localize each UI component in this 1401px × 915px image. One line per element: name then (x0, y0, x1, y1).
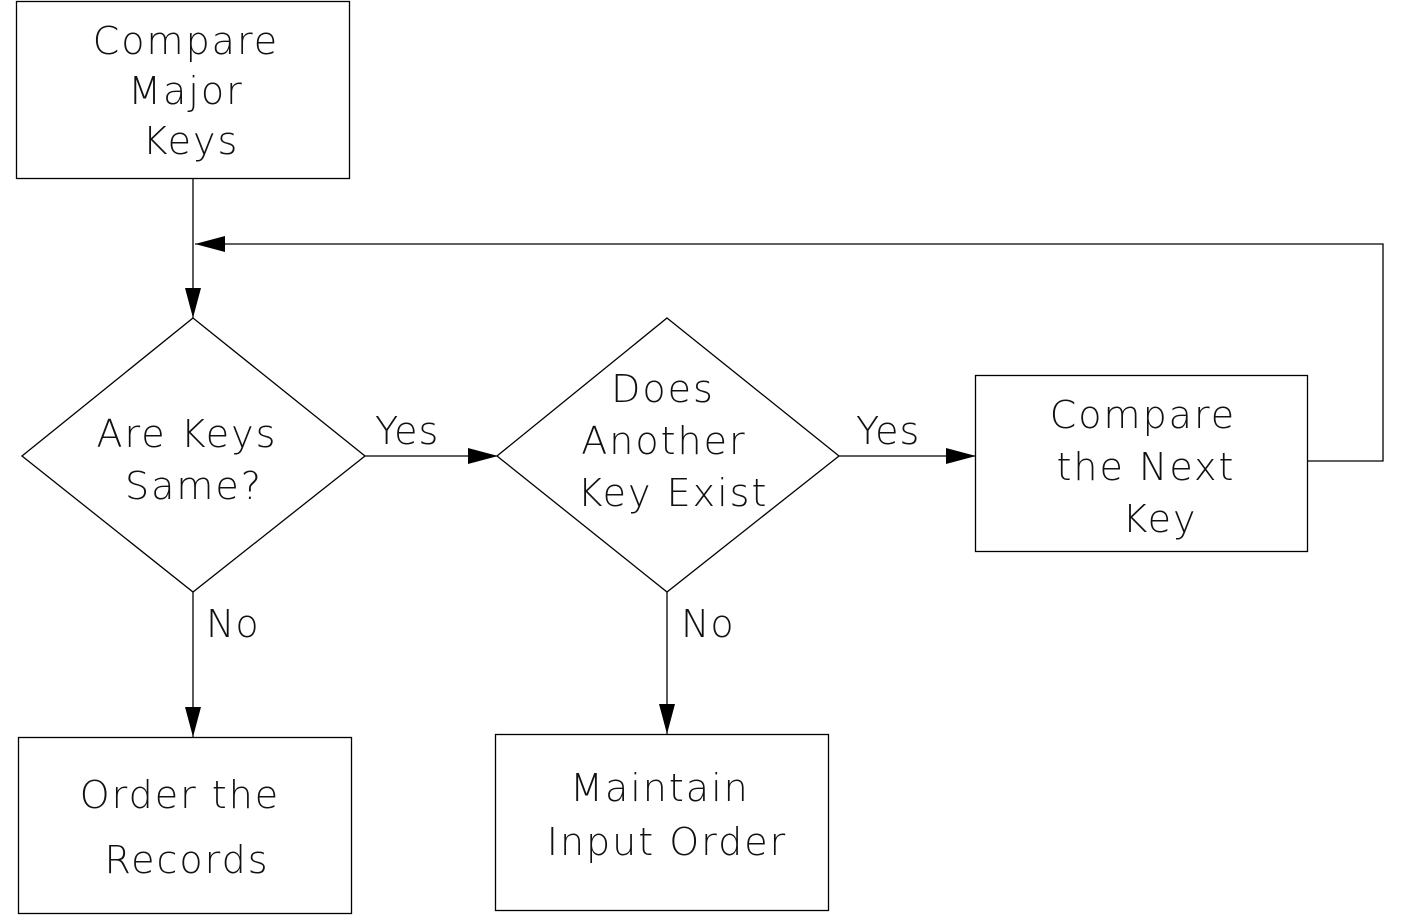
process-box (974, 374, 1309, 553)
process-box (15, 0, 351, 180)
edge-loop-back (195, 236, 1384, 462)
node-maintain-input-order: Maintain Input Order (494, 733, 830, 912)
connectors (185, 179, 1384, 737)
label-line: Keys (143, 119, 240, 163)
process-box (17, 736, 353, 915)
node-label: Compare the Next Key (1050, 393, 1250, 541)
label-line: Records (104, 838, 269, 882)
process-box (494, 733, 830, 912)
node-label: Are Keys Same? (96, 412, 291, 508)
node-label: Maintain Input Order (547, 766, 787, 864)
label-line: Another (581, 419, 746, 463)
label-line: the Next (1056, 445, 1235, 489)
label-line: Maintain (570, 766, 750, 810)
label-line: Does (611, 367, 715, 411)
node-are-keys-same: Are Keys Same? (20, 317, 367, 593)
edge-label-same-yes: Yes (375, 409, 439, 453)
edge-label-exist-no: No (681, 602, 735, 646)
edge-label-same-no: No (206, 602, 260, 646)
label-line: Same? (125, 464, 263, 508)
label-line: Key Exist (578, 471, 769, 515)
edge-labels: Yes Yes No No (206, 409, 920, 646)
label-line: Compare (93, 19, 279, 63)
decision-diamond (20, 317, 367, 593)
label-line: Are Keys (96, 412, 277, 456)
node-compare-major-keys: Compare Major Keys (15, 0, 351, 180)
edge-label-exist-yes: Yes (856, 409, 920, 453)
label-line: Input Order (547, 820, 787, 864)
node-another-key-exists: Does Another Key Exist (495, 317, 841, 593)
node-compare-next-key: Compare the Next Key (974, 374, 1309, 553)
node-label: Compare Major Keys (93, 19, 293, 163)
label-line: Major (128, 69, 244, 113)
label-line: Order the (80, 773, 280, 817)
label-line: Compare (1050, 393, 1236, 437)
node-order-records: Order the Records (17, 736, 353, 915)
node-label: Does Another Key Exist (578, 367, 769, 515)
node-label: Order the Records (80, 773, 295, 882)
decision-diamond (495, 317, 841, 593)
label-line: Key (1123, 497, 1198, 541)
